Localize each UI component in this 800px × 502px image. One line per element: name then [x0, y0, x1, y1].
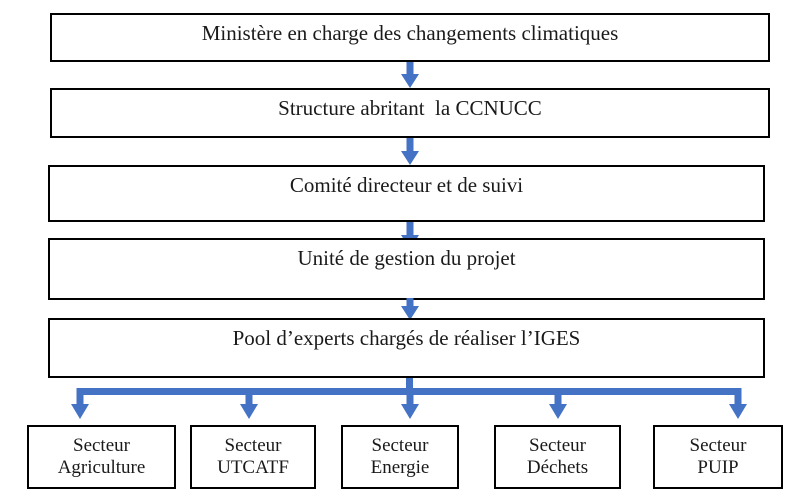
arrow-head [549, 404, 567, 419]
leaf-line-1: Secteur [371, 434, 429, 456]
arrow-structure-comite [399, 138, 421, 165]
arrow-stem [554, 388, 562, 404]
leaf-line-1: Secteur [73, 434, 130, 456]
node-comite[interactable]: Comité directeur et de suivi [48, 165, 765, 222]
arrow-head [401, 306, 419, 320]
node-secteur-dechets[interactable]: Secteur Déchets [494, 425, 621, 489]
node-pool[interactable]: Pool d’experts chargés de réaliser l’IGE… [48, 318, 765, 378]
leaf-line-2: PUIP [697, 457, 739, 478]
arrow-stem [406, 138, 414, 151]
leaf-line-2: UTCATF [217, 457, 289, 478]
arrow-ministere-structure [399, 62, 421, 88]
arrow-stem [406, 388, 414, 404]
node-unite[interactable]: Unité de gestion du projet [48, 238, 765, 300]
bus-drop-energie [400, 388, 420, 419]
arrow-stem [406, 298, 414, 307]
node-secteur-utcatf[interactable]: Secteur UTCATF [190, 425, 316, 489]
arrow-stem [406, 222, 414, 235]
arrow-stem [406, 62, 414, 74]
node-secteur-dechets-text: Secteur Déchets [496, 435, 619, 480]
arrow-stem [245, 388, 253, 404]
leaf-line-2: Energie [370, 457, 430, 478]
arrow-stem [76, 388, 84, 404]
node-structure[interactable]: Structure abritant la CCNUCC [50, 88, 770, 138]
bus-drop-utcatf [239, 388, 259, 419]
bus-drop-dechets [548, 388, 568, 419]
arrow-head [71, 404, 89, 419]
node-pool-label: Pool d’experts chargés de réaliser l’IGE… [232, 326, 581, 350]
arrow-head [401, 151, 419, 165]
node-unite-label: Unité de gestion du projet [297, 246, 516, 270]
node-secteur-puip-text: Secteur PUIP [655, 435, 781, 480]
bus-feeder-stem [406, 378, 413, 394]
node-structure-label: Structure abritant la CCNUCC [278, 96, 542, 120]
node-secteur-puip[interactable]: Secteur PUIP [653, 425, 783, 489]
node-ministere-label: Ministère en charge des changements clim… [201, 21, 619, 45]
node-comite-label: Comité directeur et de suivi [289, 173, 524, 197]
leaf-line-1: Secteur [529, 434, 586, 456]
node-secteur-utcatf-text: Secteur UTCATF [192, 435, 314, 480]
leaf-line-2: Agriculture [57, 457, 146, 478]
bus-drop-puip [728, 388, 748, 419]
arrow-unite-pool [399, 298, 421, 320]
leaf-line-1: Secteur [224, 434, 282, 456]
leaf-line-2: Déchets [526, 457, 589, 478]
node-secteur-energie[interactable]: Secteur Energie [341, 425, 459, 489]
leaf-line-1: Secteur [689, 434, 747, 456]
arrow-head [401, 74, 419, 88]
node-ministere[interactable]: Ministère en charge des changements clim… [50, 13, 770, 62]
node-secteur-agriculture[interactable]: Secteur Agriculture [27, 425, 176, 489]
arrow-stem [734, 388, 742, 404]
bus-drop-agriculture [70, 388, 90, 419]
node-secteur-energie-text: Secteur Energie [343, 435, 457, 480]
node-secteur-agriculture-text: Secteur Agriculture [29, 435, 174, 480]
arrow-head [240, 404, 258, 419]
arrow-head [729, 404, 747, 419]
arrow-head [401, 404, 419, 419]
